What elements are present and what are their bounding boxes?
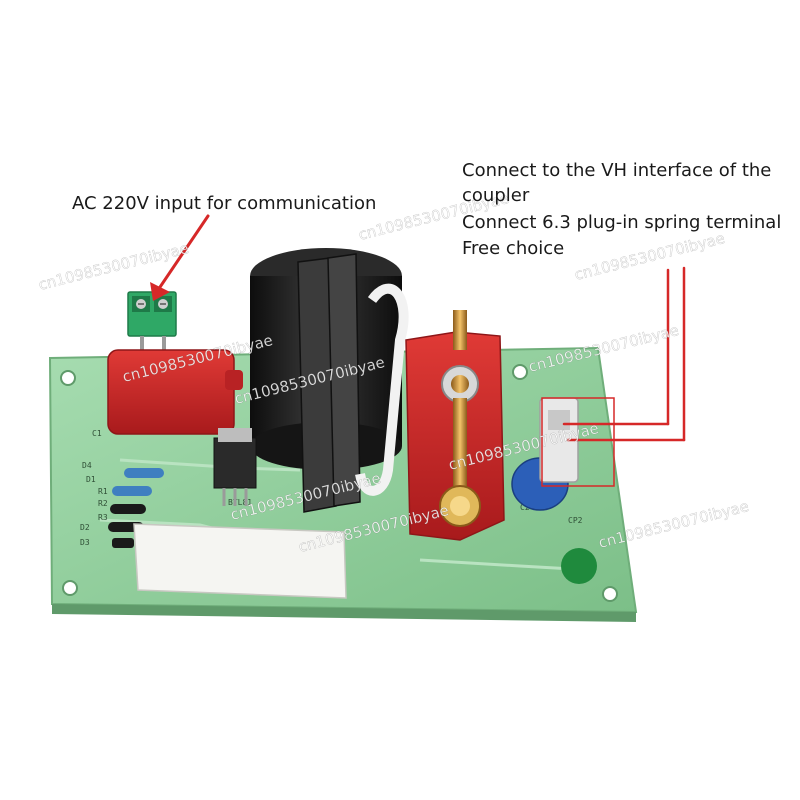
silkscreen-label-c1: C1 — [92, 429, 102, 438]
silkscreen-label-btl81: BTL81 — [228, 498, 252, 507]
annotation-arrows — [150, 214, 686, 487]
film-capacitor — [107, 349, 243, 435]
mounting-hole — [60, 370, 76, 386]
annotation-vh-line-1: Connect to the VH interface of the — [462, 160, 772, 181]
silkscreen-label-r1: R1 — [98, 487, 108, 496]
ferrite-transformer — [250, 248, 409, 513]
mounting-hole — [62, 580, 78, 596]
annotation-vh-line-2: coupler — [462, 185, 530, 206]
hv-connector — [405, 310, 505, 541]
silkscreen-label-r2: R2 — [98, 499, 108, 508]
silkscreen-label-r3: R3 — [98, 513, 108, 522]
silkscreen-label-d4: D4 — [82, 461, 92, 470]
watermark-text: cn1098530070ibyae — [37, 239, 191, 294]
terminal-block — [127, 291, 177, 350]
annotation-spring-terminal: Connect 6.3 plug-in spring terminal — [462, 212, 782, 233]
watermark-text: cn1098530070ibyae — [573, 229, 727, 284]
mounting-hole — [602, 586, 618, 602]
board-marking — [561, 548, 597, 584]
cement-resistor — [133, 523, 347, 599]
silkscreen-label-cp2: CP2 — [568, 516, 583, 525]
transistor — [213, 428, 257, 506]
annotation-free-choice: Free choice — [462, 238, 565, 259]
silkscreen-label-c2: C2 — [520, 503, 530, 512]
annotation-ac-input: AC 220V input for communication — [72, 193, 377, 214]
silkscreen-label-d1: D1 — [86, 475, 96, 484]
mounting-hole — [512, 364, 528, 380]
silkscreen-label-d2: D2 — [80, 523, 90, 532]
silkscreen-label-d3: D3 — [80, 538, 90, 547]
resistors-diodes — [108, 468, 164, 548]
